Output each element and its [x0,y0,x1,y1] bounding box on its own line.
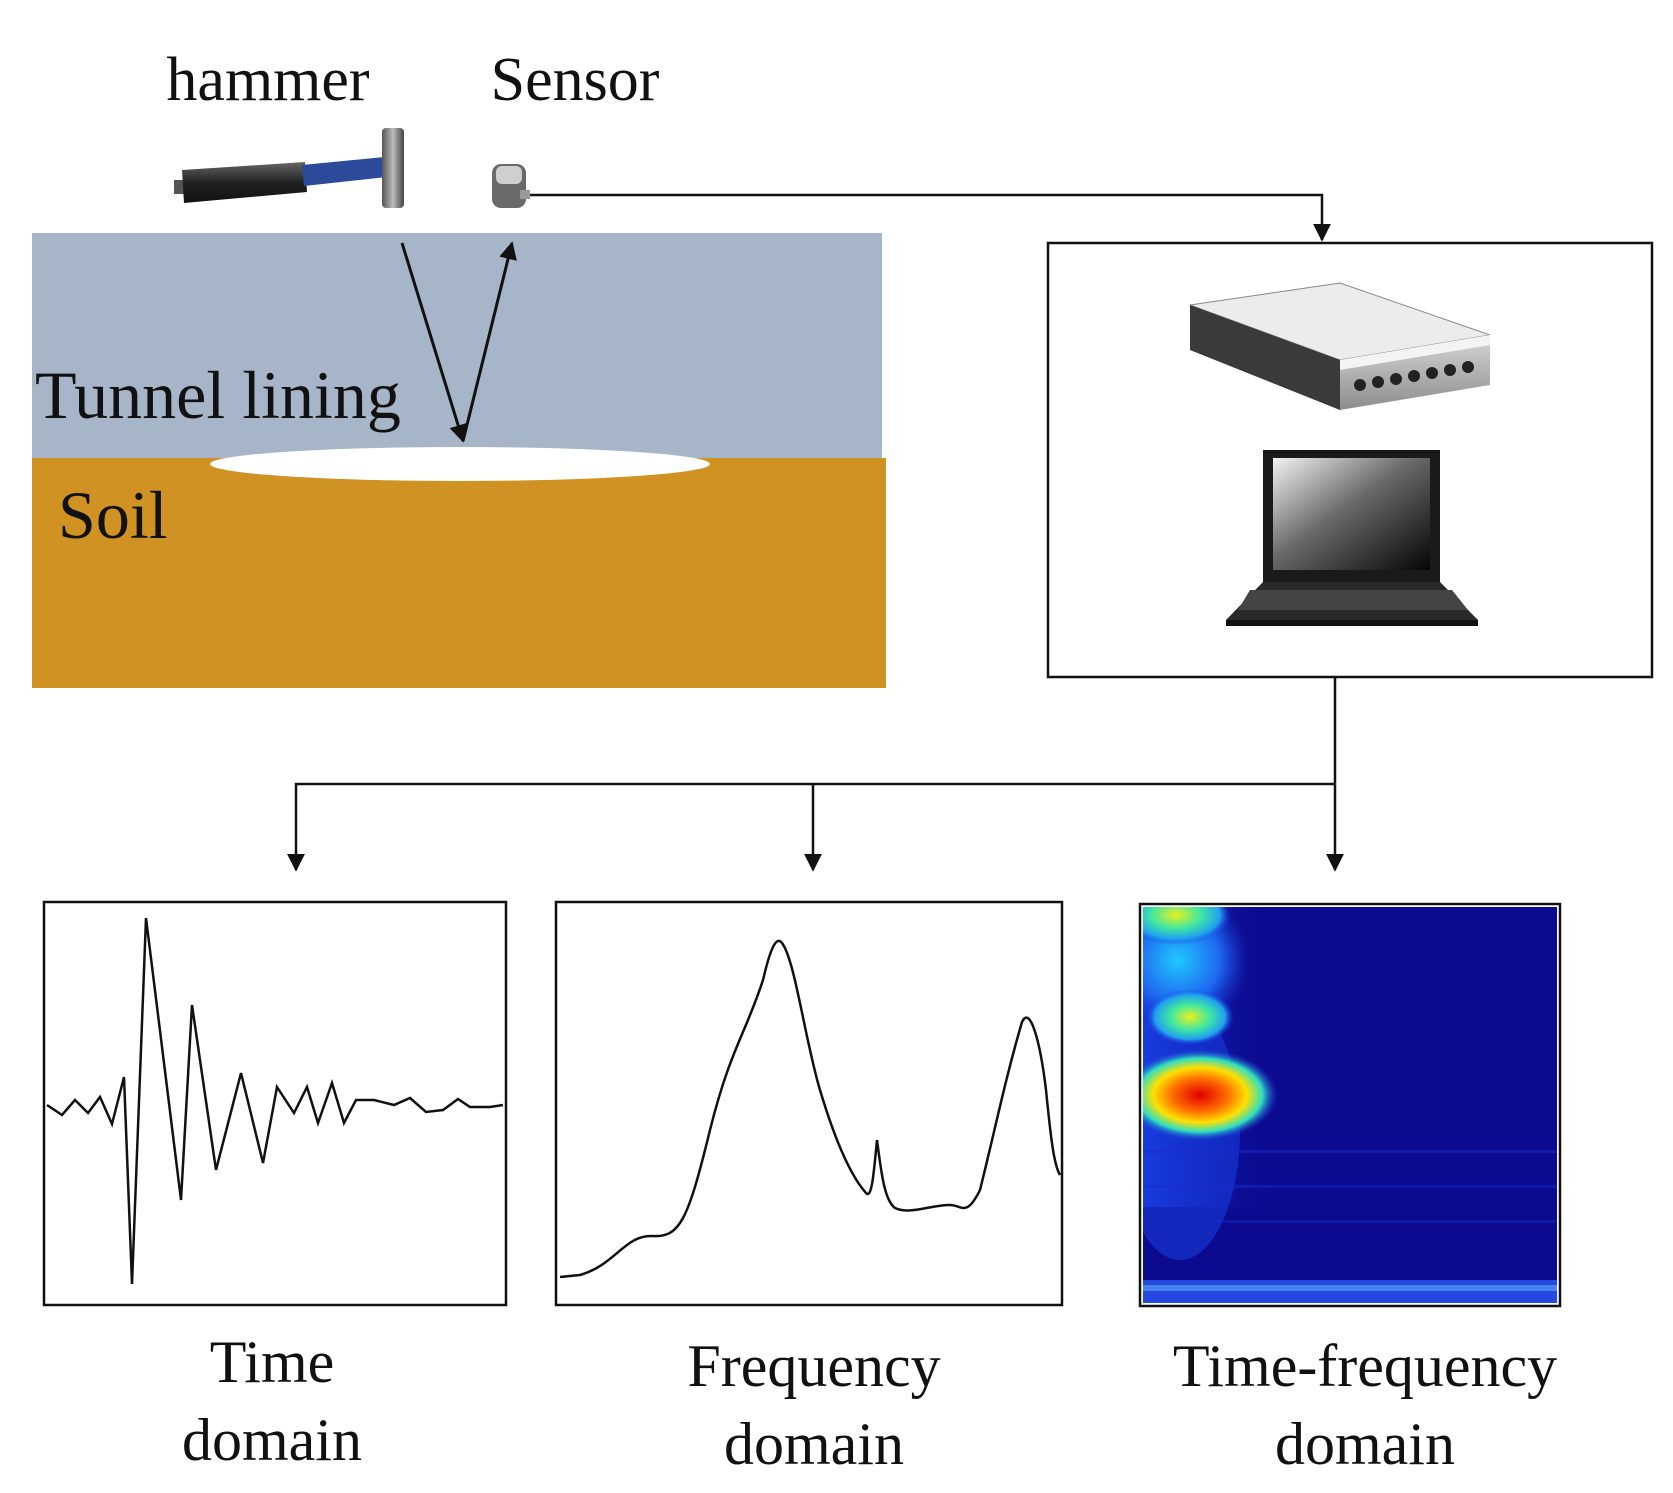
hammer-icon [174,128,404,208]
data-acquisition-device-icon [1189,282,1491,410]
frequency-domain-spectrum [559,939,1062,1279]
time-domain-caption-line1: Time [210,1329,335,1395]
time-domain-caption-line2: domain [182,1407,362,1473]
reflected-wave-arrow [461,241,517,442]
incident-wave-arrow [400,242,467,443]
spectrogram-image [1143,907,1557,1303]
soil-layer [32,458,886,688]
hammer-label: hammer [166,46,369,114]
frequency-domain-caption-line1: Frequency [687,1333,940,1399]
frequency-domain-plot [554,900,1064,1307]
laptop-icon [1226,450,1478,626]
time-frequency-domain-caption-line1: Time-frequency [1173,1333,1557,1399]
void-defect [210,447,710,481]
sensor-cable-connector [530,193,1331,242]
accelerometer-sensor-icon [492,164,530,208]
sensor-label: Sensor [491,46,660,114]
time-domain-waveform [46,917,504,1285]
frequency-domain-caption-line2: domain [724,1411,904,1477]
soil-label: Soil [58,477,168,553]
output-connectors [287,677,1344,872]
time-frequency-domain-caption-line2: domain [1275,1411,1455,1477]
tunnel-lining-label: Tunnel lining [35,357,401,433]
